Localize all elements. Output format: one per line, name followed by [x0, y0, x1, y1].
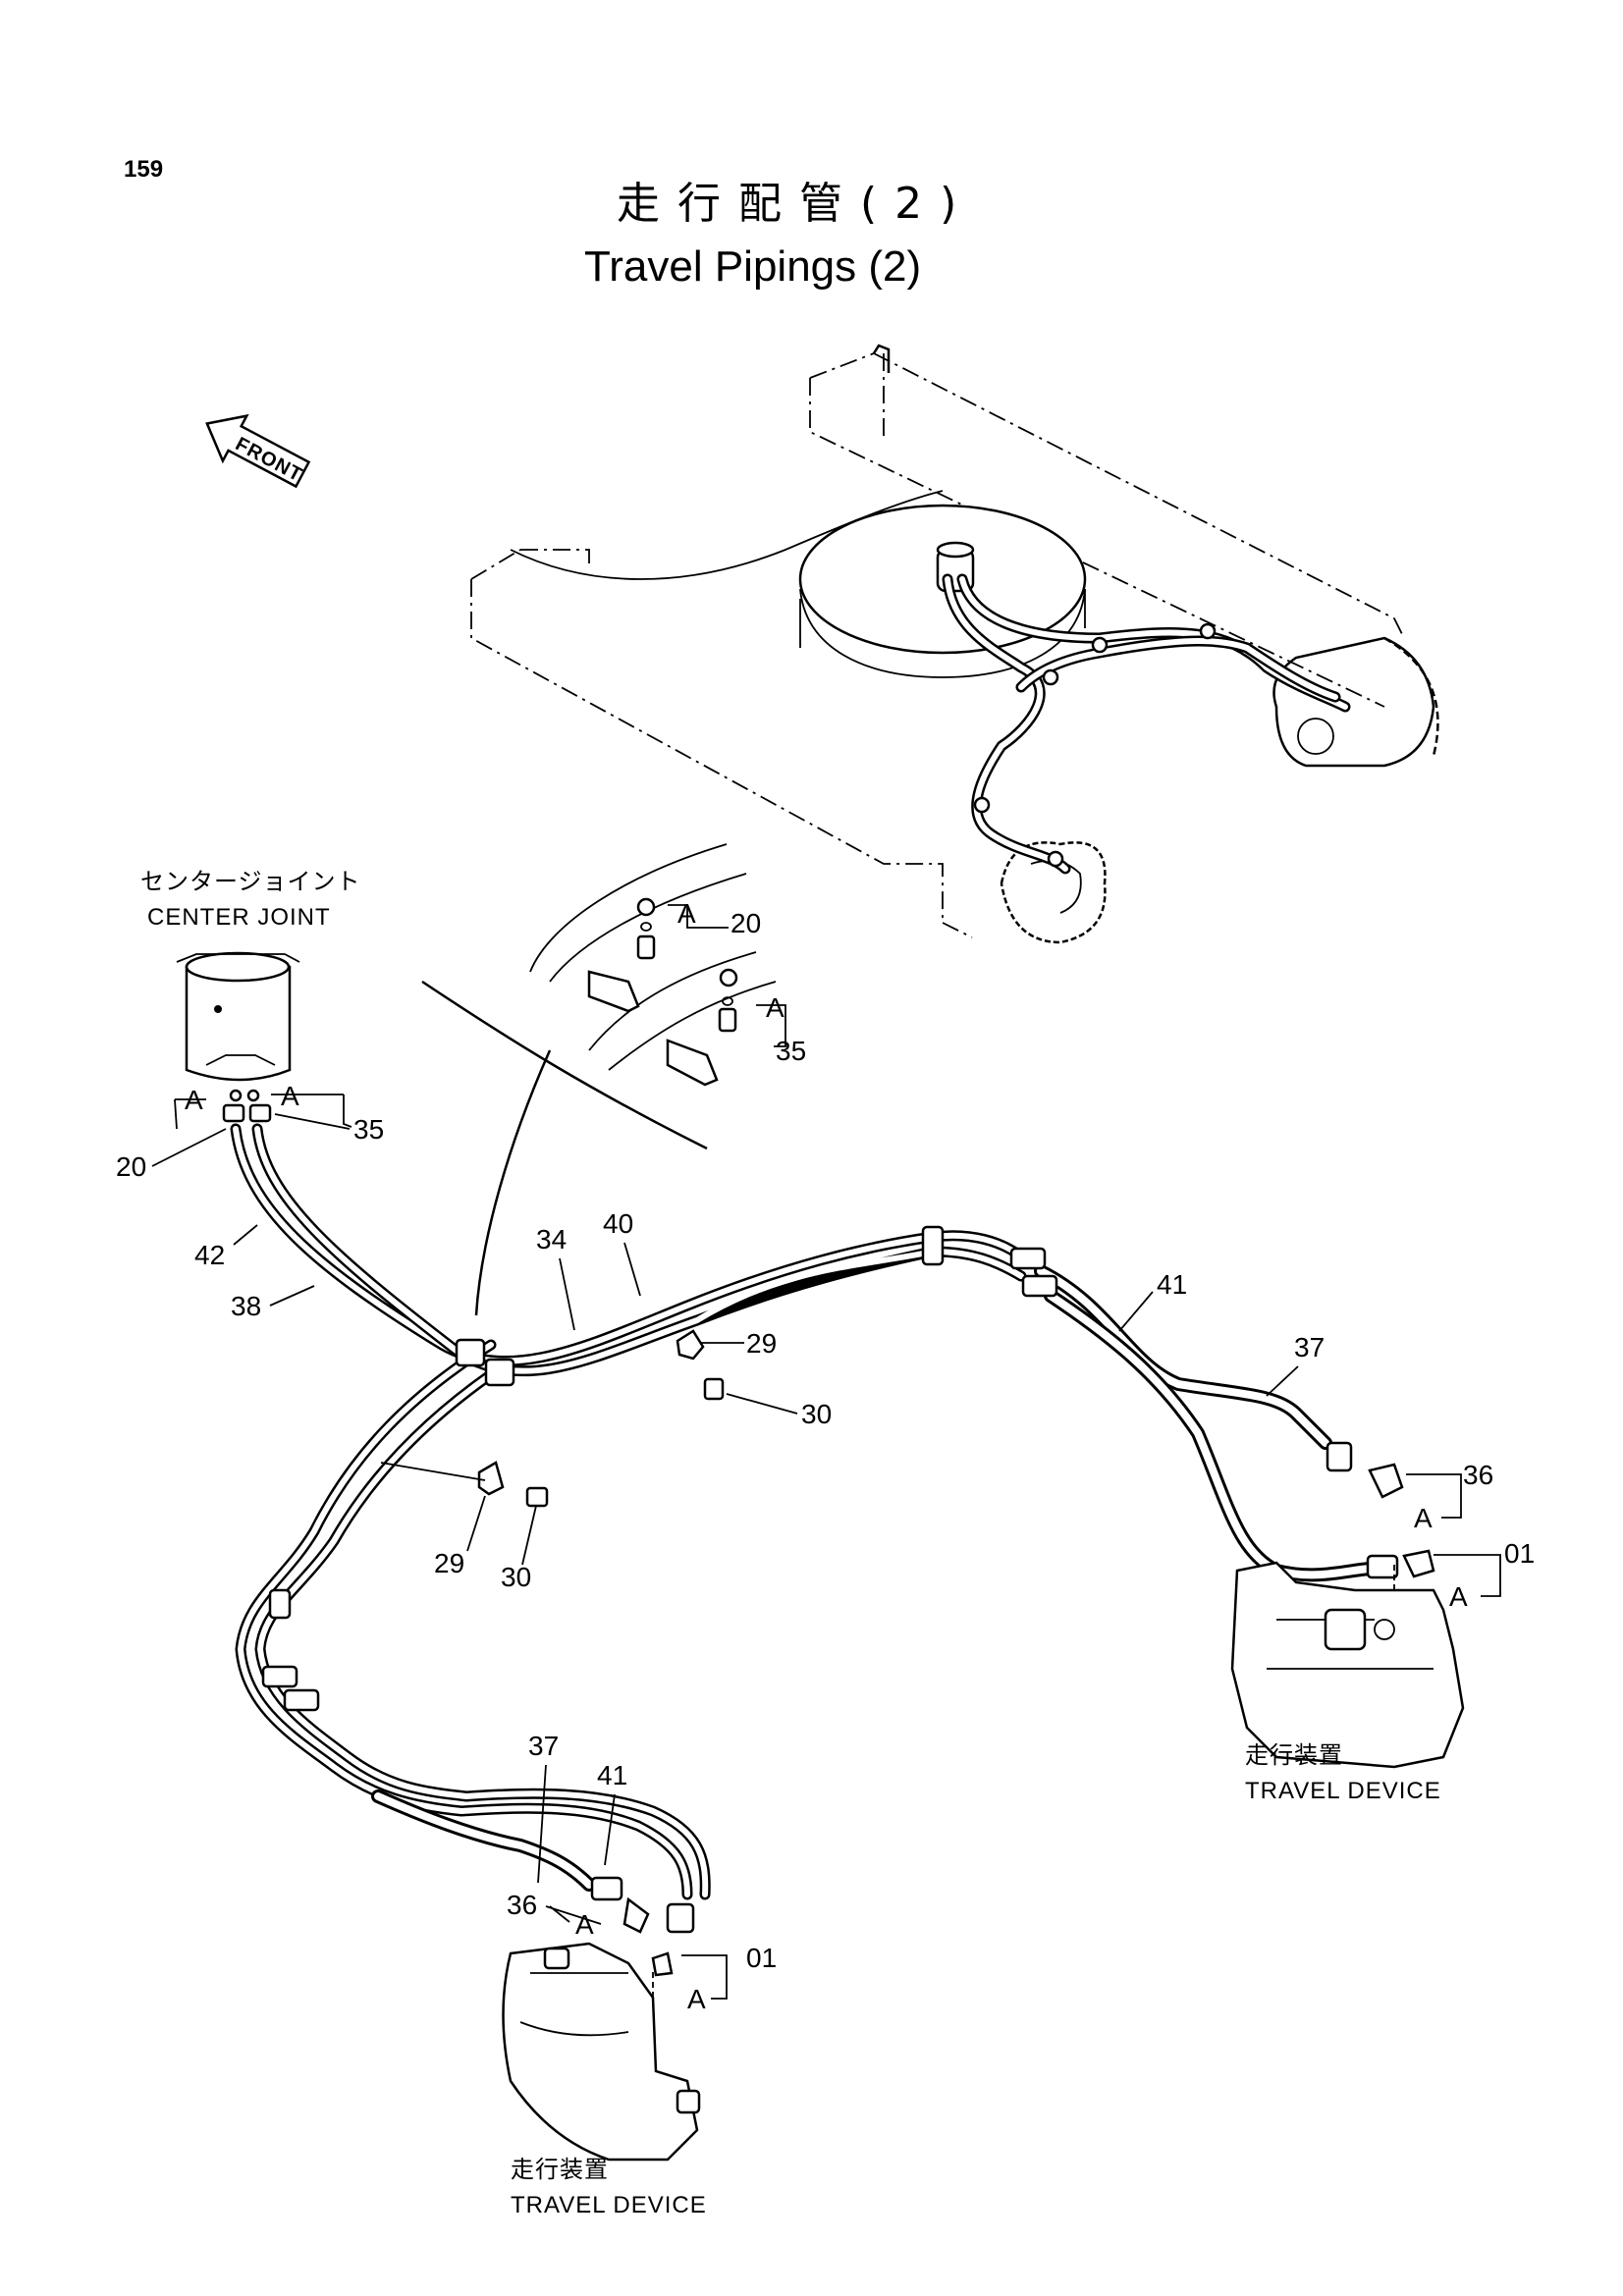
travel-device-right [1230, 1561, 1465, 1769]
callout-a-right-1: A [1414, 1503, 1433, 1533]
title-english: Travel Pipings (2) [584, 242, 921, 291]
travel-device-left-label-jp: 走行装置 [511, 2157, 609, 2183]
detail-inset [421, 843, 777, 1316]
callout-a-left-1: A [575, 1909, 594, 1940]
bolt-30-upper [703, 1377, 725, 1401]
center-joint-label-en: CENTER JOINT [147, 904, 331, 931]
callout-01-right: 01 [1504, 1538, 1535, 1569]
callout-30-upper: 30 [801, 1399, 832, 1429]
main-pipes [230, 1123, 1377, 1900]
center-joint [176, 951, 300, 1123]
callout-01-left: 01 [746, 1943, 777, 1973]
travel-device-left [502, 1942, 701, 2162]
callout-29-lower: 29 [434, 1548, 464, 1578]
callout-36-left: 36 [507, 1890, 537, 1920]
sprocket [1272, 636, 1439, 768]
callout-35-inset: 35 [776, 1036, 806, 1066]
travel-device-left-label-en: TRAVEL DEVICE [511, 2192, 707, 2218]
callout-34: 34 [536, 1224, 567, 1255]
callout-29-upper: 29 [746, 1328, 777, 1359]
travel-device-right-label-jp: 走行装置 [1245, 1742, 1343, 1769]
callout-a-inset-1: A [677, 898, 696, 929]
callout-36-right: 36 [1463, 1460, 1493, 1490]
page-number: 159 [124, 156, 163, 183]
callout-40: 40 [603, 1208, 633, 1239]
callout-a-inset-2: A [766, 992, 784, 1023]
front-arrow-icon: FRONT [205, 413, 311, 489]
callout-a-cj-1: A [185, 1085, 203, 1115]
callout-37-right: 37 [1294, 1332, 1325, 1362]
callout-42: 42 [194, 1240, 225, 1270]
callout-a-left-2: A [687, 1984, 706, 2014]
callout-41-right: 41 [1157, 1269, 1187, 1300]
callout-a-cj-2: A [281, 1081, 299, 1111]
clamp-29-upper [676, 1329, 705, 1361]
undercarriage-frame [470, 344, 1439, 944]
callout-37-left: 37 [528, 1731, 559, 1761]
title-japanese: 走行配管(2) [617, 179, 974, 229]
callout-35-cj: 35 [353, 1114, 384, 1145]
callout-30-lower: 30 [501, 1562, 531, 1592]
center-joint-label-jp: センタージョイント [140, 869, 361, 895]
clamps-fittings [261, 1225, 1435, 1977]
bolt-30-lower [525, 1486, 549, 1508]
clamp-29-lower [477, 1461, 505, 1496]
callouts: 20 A 35 A 20 A 35 A 42 38 34 40 29 30 29… [116, 898, 1535, 2014]
callout-20-inset: 20 [730, 908, 761, 938]
callout-20-cj: 20 [116, 1151, 146, 1182]
callout-a-right-2: A [1449, 1581, 1468, 1612]
callout-38: 38 [231, 1291, 261, 1321]
callout-41-left: 41 [597, 1760, 627, 1790]
travel-device-right-label-en: TRAVEL DEVICE [1245, 1778, 1441, 1804]
